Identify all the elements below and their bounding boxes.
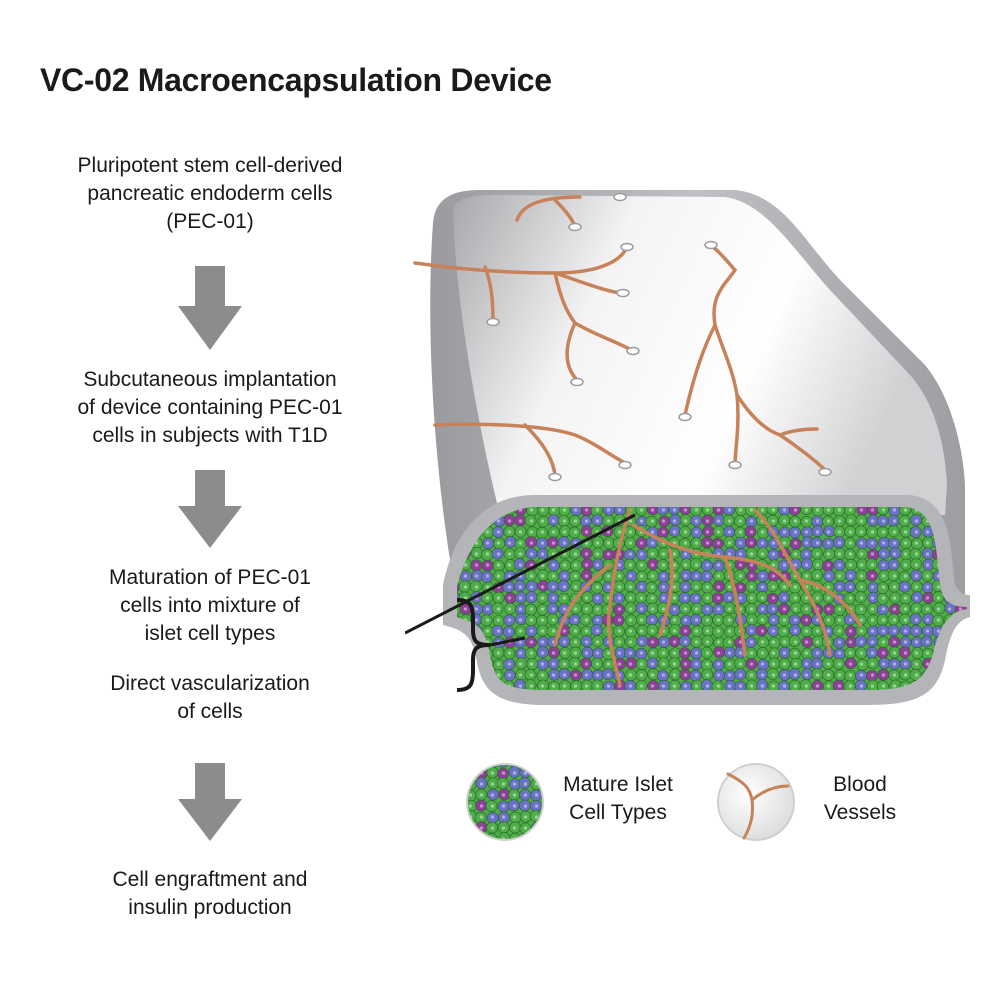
step-implantation-line-1: Subcutaneous implantation: [83, 368, 337, 391]
legend-label-vessels-line-1: Blood: [833, 773, 887, 796]
step-maturation-line-1: Maturation of PEC-01: [109, 566, 311, 589]
down-arrow-icon: [178, 470, 242, 548]
legend-label-vessels-line-2: Vessels: [823, 801, 897, 824]
bracket-connector: [456, 598, 526, 692]
step-maturation-line-2: cells into mixture of: [120, 594, 300, 617]
step-stem-cells: Pluripotent stem cell-derived pancreatic…: [30, 152, 390, 236]
step-engraftment-line-2: insulin production: [128, 896, 292, 919]
step-engraftment: Cell engraftment and insulin production: [30, 866, 390, 922]
step-implantation-line-3: cells in subjects with T1D: [92, 424, 328, 447]
down-arrow-icon: [178, 763, 242, 841]
step-stem-cells-line-2: pancreatic endoderm cells: [87, 182, 333, 205]
step-vascularization: Direct vascularization of cells: [30, 670, 390, 726]
legend-label-cells-line-1: Mature Islet: [563, 773, 673, 796]
step-stem-cells-line-3: (PEC-01): [166, 210, 254, 233]
legend-label-vessels: Blood Vessels: [800, 771, 920, 827]
step-maturation: Maturation of PEC-01 cells into mixture …: [30, 564, 390, 648]
blood-vessels-legend-icon: [717, 763, 795, 841]
step-vascularization-line-2: of cells: [177, 700, 243, 723]
macroencapsulation-device-illustration: [405, 190, 970, 705]
step-engraftment-line-1: Cell engraftment and: [112, 868, 308, 891]
legend-label-cells-line-2: Cell Types: [569, 801, 667, 824]
step-implantation-line-2: of device containing PEC-01: [77, 396, 343, 419]
step-stem-cells-line-1: Pluripotent stem cell-derived: [77, 154, 343, 177]
page-title: VC-02 Macroencapsulation Device: [40, 62, 552, 98]
step-implantation: Subcutaneous implantation of device cont…: [30, 366, 390, 450]
down-arrow-icon: [178, 266, 242, 350]
step-vascularization-line-1: Direct vascularization: [110, 672, 310, 695]
legend-label-cells: Mature Islet Cell Types: [548, 771, 688, 827]
islet-cells-legend-icon: [466, 763, 544, 841]
step-maturation-line-3: islet cell types: [144, 622, 276, 645]
